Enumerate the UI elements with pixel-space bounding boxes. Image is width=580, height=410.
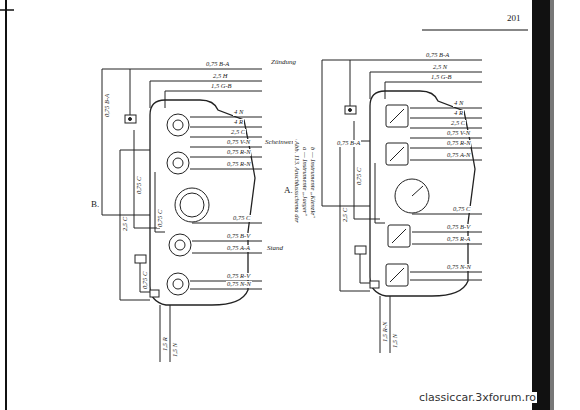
wire-label: 0,75 C bbox=[232, 215, 251, 222]
caption-line: Abb. 113. Anschlussschema der bbox=[294, 140, 301, 224]
wire-label: 2,5 C bbox=[122, 216, 129, 232]
wire-label: 0,75 R-N bbox=[226, 161, 251, 168]
wire-label: 2,5 N bbox=[432, 64, 448, 71]
wire-label: 2,5 H bbox=[212, 73, 228, 80]
wire-label: 1,5 G-B bbox=[210, 83, 233, 90]
wire-label: 0,75 C bbox=[157, 209, 164, 228]
watermark: classiccar.3xforum.ro bbox=[418, 392, 537, 403]
wire-label: 0,75 C bbox=[356, 167, 363, 186]
figure-letter: B. bbox=[90, 200, 100, 209]
wire-label: 0,75 R-A bbox=[446, 236, 471, 243]
wire-label: 0,75 A-A bbox=[226, 245, 251, 252]
wire-label: 0,75 B-A bbox=[425, 52, 450, 59]
wire-label: 0,75 V-N bbox=[446, 130, 471, 137]
wire-label: 1,5 G-B bbox=[430, 74, 453, 81]
wire-label: 4 R bbox=[453, 110, 464, 117]
wire-label: 0,75 C bbox=[136, 176, 143, 195]
wire-label: 0,75 R-N bbox=[446, 140, 471, 147]
wire-label: 4 N bbox=[453, 100, 464, 107]
wire-label: 0,75 B-V bbox=[446, 224, 471, 231]
wire-label: 0,75 B-A bbox=[205, 61, 230, 68]
wire-label: 0,75 B-A bbox=[104, 93, 111, 118]
caption-line: b — Instrumente „Kienzle" bbox=[310, 146, 317, 219]
handwritten-note: Zündung bbox=[270, 59, 297, 66]
wire-label: 1,5 N bbox=[172, 342, 179, 358]
wire-label: 0,75 B-A bbox=[336, 140, 361, 147]
wire-label: 2,5 C bbox=[342, 207, 349, 223]
wire-label: 0,75 C bbox=[142, 271, 149, 290]
wire-label: 0,75 B-V bbox=[226, 233, 251, 240]
wire-label: 0,75 N-N bbox=[226, 281, 252, 288]
wire-label: 2,5 C bbox=[450, 120, 466, 127]
wire-label: 2,5 C bbox=[230, 129, 246, 136]
wire-label: 0,75 R-V bbox=[226, 273, 251, 280]
wire-label: 0,75 C bbox=[452, 206, 471, 213]
wire-label: 0,75 N-N bbox=[446, 264, 472, 271]
wire-label: 4 R bbox=[233, 119, 244, 126]
wire-label: 1,5 R bbox=[162, 336, 169, 352]
wire-label: 0,75 A-N bbox=[446, 152, 471, 159]
figure-letter: A. bbox=[283, 186, 294, 195]
caption-line: a — Instrumente „Jaeger" bbox=[302, 146, 309, 217]
handwritten-note: Stand bbox=[266, 245, 284, 252]
wire-label: 1,5 N bbox=[392, 333, 399, 349]
wire-label: 0,75 R-N bbox=[226, 149, 251, 156]
wire-label: 4 N bbox=[233, 109, 244, 116]
wire-label: 1,5 R-N bbox=[382, 321, 389, 343]
wire-label: 0,75 V-N bbox=[226, 139, 251, 146]
page-number: 201 bbox=[506, 14, 522, 23]
